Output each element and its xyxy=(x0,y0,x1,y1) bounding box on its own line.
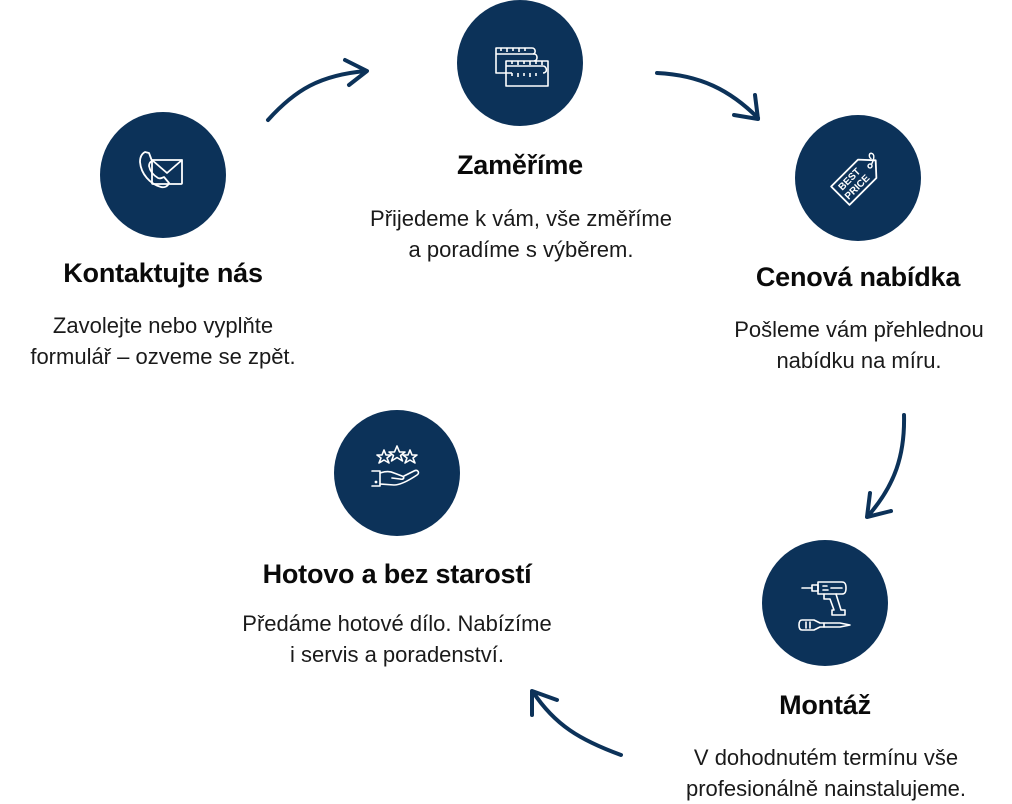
step-icon-circle-zamerime xyxy=(457,0,583,126)
step-title-kontakt: Kontaktujte nás xyxy=(63,258,263,288)
price-tag-icon: BEST PRICE xyxy=(830,152,878,206)
step-description-line: profesionálně nainstalujeme. xyxy=(685,776,967,801)
step-icon-circle-hotovo xyxy=(334,410,460,536)
step-description-zamerime: Přijedeme k vám, vše změříme a poradíme … xyxy=(370,203,672,265)
step-description-line: Předáme hotové dílo. Nabízíme xyxy=(242,611,552,636)
step-title-zamerime: Zaměříme xyxy=(457,150,583,180)
measuring-tape-icon xyxy=(495,47,549,87)
step-description-line: V dohodnutém termínu vše xyxy=(693,745,959,770)
step-icon-circle-kontakt xyxy=(100,112,226,238)
arrow-kontakt-to-zamerime xyxy=(266,58,369,122)
step-description-kontakt: Zavolejte nebo vyplňte formulář – ozveme… xyxy=(30,310,295,372)
step-title-hotovo: Hotovo a bez starostí xyxy=(262,559,532,589)
step-description-montaz: V dohodnutém termínu vše profesionálně n… xyxy=(686,742,966,804)
step-title-montaz: Montáž xyxy=(779,690,871,720)
step-description-line: i servis a poradenství. xyxy=(290,642,504,667)
step-description-cenova: Pošleme vám přehlednou nabídku na míru. xyxy=(734,314,983,376)
arrow-zamerime-to-cenova xyxy=(655,71,760,121)
step-description-line: Přijedeme k vám, vše změříme xyxy=(370,206,672,231)
drill-screwdriver-icon xyxy=(798,581,851,631)
step-title-cenova: Cenová nabídka xyxy=(755,262,961,292)
phone-envelope-icon xyxy=(139,151,183,189)
step-description-line: formulář – ozveme se zpět. xyxy=(30,344,296,369)
step-icon-circle-cenova: BEST PRICE xyxy=(795,115,921,241)
step-description-hotovo: Předáme hotové dílo. Nabízíme i servis a… xyxy=(242,608,551,670)
step-description-line: Pošleme vám přehlednou xyxy=(734,317,984,342)
step-description-line: a poradíme s výběrem. xyxy=(408,237,634,262)
step-description-line: nabídku na míru. xyxy=(776,348,942,373)
arrow-cenova-to-montaz xyxy=(865,413,907,519)
hand-stars-icon xyxy=(371,445,420,487)
step-icon-circle-montaz xyxy=(762,540,888,666)
arrow-montaz-to-hotovo xyxy=(530,689,623,757)
step-description-line: Zavolejte nebo vyplňte xyxy=(52,313,274,338)
